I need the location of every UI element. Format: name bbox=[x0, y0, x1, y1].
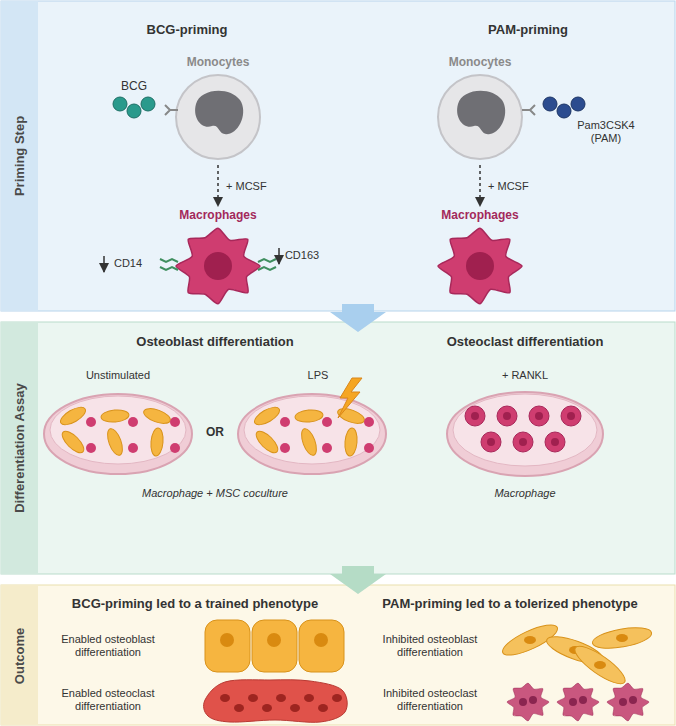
annotation: Inhibited osteoclast differentiation bbox=[370, 687, 490, 713]
annotation: Inhibited osteoblast differentiation bbox=[370, 633, 490, 659]
annotation: Macrophage bbox=[494, 487, 555, 500]
annotation: Enabled osteoclast differentiation bbox=[48, 687, 168, 713]
cell-label: Macrophages bbox=[164, 208, 272, 222]
annotation: CD14 bbox=[114, 257, 142, 270]
cell-nucleus bbox=[457, 91, 505, 135]
annotation: BCG bbox=[121, 79, 147, 93]
differentiation-arrow bbox=[217, 165, 219, 206]
band-bg bbox=[1, 585, 675, 725]
outcome-cells bbox=[204, 619, 654, 722]
pam-beads bbox=[522, 97, 585, 118]
cell-nucleus bbox=[195, 91, 243, 135]
heading: BCG-priming led to a trained phenotype bbox=[72, 596, 318, 612]
heading: PAM-priming led to a tolerized phenotype bbox=[382, 596, 637, 612]
cell-label: Monocytes bbox=[164, 55, 272, 69]
heading: OR bbox=[206, 425, 224, 439]
dish-cells bbox=[58, 404, 581, 457]
macrophage-cell bbox=[176, 228, 260, 304]
annotation: Unstimulated bbox=[86, 369, 150, 382]
cell-group: Macrophages bbox=[164, 208, 272, 310]
flow-arrow bbox=[330, 304, 386, 332]
culture-dish bbox=[447, 392, 603, 476]
heading: PAM-priming bbox=[488, 22, 568, 38]
heading: Osteoclast differentiation bbox=[447, 334, 604, 350]
decrease-arrow bbox=[103, 256, 105, 272]
decrease-arrow bbox=[278, 248, 280, 264]
band-strip bbox=[1, 322, 38, 574]
band-bg bbox=[1, 322, 675, 574]
bcg-beads bbox=[113, 97, 178, 118]
annotation: Macrophage + MSC coculture bbox=[142, 487, 288, 500]
monocyte-cell bbox=[176, 75, 260, 159]
cell-group: Monocytes bbox=[164, 55, 272, 163]
monocyte-cell bbox=[438, 75, 522, 159]
receptor bbox=[160, 259, 178, 270]
macrophage-cell bbox=[438, 228, 522, 304]
stage-label: Priming Step bbox=[12, 116, 27, 196]
receptor bbox=[258, 259, 276, 270]
annotation: CD163 bbox=[285, 249, 319, 262]
cell-nucleus bbox=[204, 252, 232, 280]
edge-label: + MCSF bbox=[488, 180, 529, 192]
stage-band: Differentiation Assay bbox=[0, 322, 676, 574]
cell-label: Macrophages bbox=[426, 208, 534, 222]
cell-label: Monocytes bbox=[426, 55, 534, 69]
culture-dish bbox=[238, 394, 386, 474]
edge-label: + MCSF bbox=[226, 180, 267, 192]
annotation: + RANKL bbox=[502, 369, 548, 382]
cell-nucleus bbox=[466, 252, 494, 280]
annotation: LPS bbox=[308, 369, 329, 382]
band-bg bbox=[1, 1, 675, 311]
band-strip bbox=[1, 585, 38, 725]
differentiation-arrow bbox=[479, 165, 481, 206]
cell-group: Monocytes bbox=[426, 55, 534, 163]
stage-label: Outcome bbox=[12, 627, 27, 683]
cell-group: Macrophages bbox=[426, 208, 534, 310]
annotation: Pam3CSK4 (PAM) bbox=[575, 119, 637, 145]
stage-band: Priming Step MonocytesMacrophages Monocyte… bbox=[0, 0, 676, 312]
heading: BCG-priming bbox=[147, 22, 228, 38]
band-strip bbox=[1, 1, 38, 311]
heading: Osteoblast differentiation bbox=[136, 334, 293, 350]
lps-lightning bbox=[338, 378, 362, 418]
culture-dish bbox=[44, 394, 192, 474]
annotation: Enabled osteoblast differentiation bbox=[48, 633, 168, 659]
flow-arrow bbox=[330, 566, 386, 594]
stage-label: Differentiation Assay bbox=[12, 383, 27, 513]
